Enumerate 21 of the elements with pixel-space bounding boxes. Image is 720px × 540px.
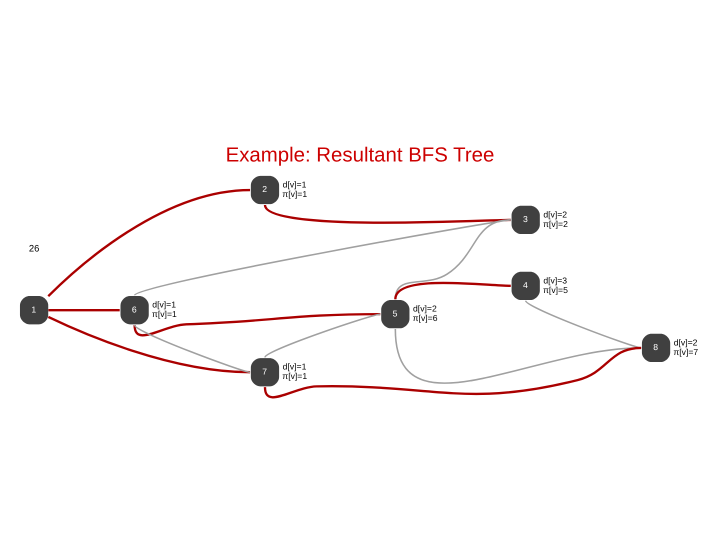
node-label: d[v]=1 π[v]=1 — [282, 180, 308, 199]
node-label: d[v]=2 π[v]=6 — [412, 304, 438, 324]
connector — [48, 316, 250, 374]
connector — [134, 324, 250, 373]
node-label: d[v]=2 π[v]=7 — [673, 337, 698, 357]
connector — [394, 219, 511, 300]
connector — [47, 188, 250, 298]
connector — [264, 204, 511, 224]
node-label: d[v]=1 π[v]=1 — [152, 300, 177, 320]
connector — [48, 309, 120, 312]
connector — [264, 313, 381, 358]
connector — [394, 282, 511, 300]
connector — [525, 300, 642, 349]
connector — [133, 312, 380, 336]
diagram-title: Example: Resultant BFS Tree — [226, 144, 494, 167]
node-label: d[v]=3 π[v]=5 — [542, 275, 568, 295]
connector — [264, 346, 642, 398]
label: 26 — [28, 242, 40, 254]
node-label: d[v]=2 π[v]=2 — [542, 209, 568, 229]
connector — [134, 219, 511, 296]
node-label: d[v]=1 π[v]=1 — [282, 362, 308, 382]
